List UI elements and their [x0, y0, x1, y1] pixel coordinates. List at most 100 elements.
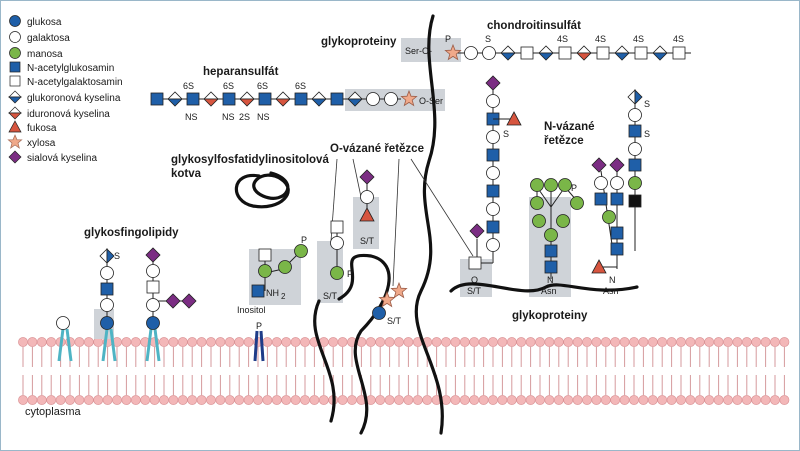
label-6s-3: 6S [257, 81, 268, 91]
label-p-gpi: P [256, 321, 262, 331]
lipid-head [112, 395, 122, 405]
label-o-ser: O-Ser [419, 96, 443, 106]
lipid-head [224, 395, 235, 405]
orange-star-icon [7, 134, 23, 149]
lipid-head [713, 395, 724, 405]
label-ns-2: NS [222, 112, 235, 122]
galnac-square [596, 46, 610, 60]
mannose-circle [330, 266, 344, 280]
lipid-head [572, 395, 583, 405]
glcnac-square [186, 92, 200, 106]
lipid-head [751, 395, 762, 405]
lipid-head [450, 395, 461, 405]
lipid-head [422, 395, 433, 405]
galactose-circle [330, 236, 344, 250]
glcnac-square [628, 124, 642, 138]
legend-fucose: fukosa [27, 123, 57, 134]
lipid-head [497, 395, 508, 405]
galactose-circle [594, 176, 608, 190]
mannose-circle [294, 244, 308, 258]
lipid-head [187, 337, 198, 347]
lipid-head [723, 337, 733, 347]
lipid-head [488, 337, 498, 347]
white-square-icon [9, 75, 21, 87]
glcnac-square [150, 92, 164, 106]
sialic-diamond [165, 293, 181, 309]
lipid-head [506, 337, 517, 347]
diagram-labels: heparansulfát chondroitinsulfát glykopro… [25, 20, 684, 418]
purple-diamond-icon [8, 150, 22, 164]
label-s-glycolipid: S [114, 251, 120, 261]
lipid-head [394, 395, 404, 405]
lipid-head [102, 395, 113, 405]
lipid-head [159, 395, 169, 405]
glucuronic-diamond [500, 45, 516, 61]
lipid-head [572, 337, 583, 347]
iduronic-diamond [576, 45, 592, 61]
sialic-diamond [181, 293, 197, 309]
label-heparansulfate: heparansulfát [203, 66, 279, 78]
lipid-head [74, 337, 85, 347]
label-gpi-line1: glykosylfosfatidylinositolová [171, 154, 329, 166]
legend-sialic: sialová kyselina [27, 153, 97, 164]
label-glycoproteins-bottom: glykoproteiny [512, 310, 588, 322]
label-p-gpi-mannose: P [301, 235, 307, 245]
legend-mannose: manosa [27, 49, 63, 60]
glcnac-square [222, 92, 236, 106]
label-nh2: NH [266, 288, 279, 298]
lipid-head [563, 395, 574, 405]
label-n-linked-1: N-vázané [544, 121, 595, 133]
label-glycoproteins-top: glykoproteiny [321, 36, 397, 48]
lipid-head [610, 395, 621, 405]
lipid-head [600, 337, 611, 347]
lipid-head [337, 337, 348, 347]
label-o-linked: O-vázané řetězce [330, 143, 424, 155]
galactose-circle [100, 266, 114, 280]
lipid-head [525, 395, 536, 405]
gpi-anchor-stalk [253, 330, 265, 362]
lipid-head [760, 395, 771, 405]
mannose-circle [258, 264, 272, 278]
lipid-head [732, 395, 743, 405]
glucose-circle [100, 316, 114, 330]
glucuronic-diamond [652, 45, 668, 61]
lipid-head [647, 395, 658, 405]
galactose-circle [610, 176, 624, 190]
galactose-circle [482, 46, 496, 60]
label-n-1: N [547, 275, 554, 285]
lipid-head [629, 337, 639, 347]
lipid-head [535, 395, 545, 405]
glycolipid-tails [57, 328, 161, 362]
lipid-head [168, 395, 179, 405]
lipid-head [46, 395, 57, 405]
glycoprotein-chain-2 [337, 253, 391, 435]
sialic-diamond [359, 169, 375, 185]
galactose-circle [486, 238, 500, 252]
lipid-head [83, 337, 94, 347]
label-p-o-linked: P [347, 269, 353, 279]
blue-square-icon [9, 61, 21, 73]
legend-xylose: xylosa [27, 138, 56, 149]
fucose-triangle [591, 259, 607, 274]
legend-galactose: galaktosa [27, 33, 70, 44]
mannose-circle [532, 214, 546, 228]
label-4s-2: 4S [595, 34, 606, 44]
label-cytoplasm: cytoplasma [25, 406, 82, 418]
glycoprotein-chain-3 [313, 299, 336, 423]
label-st-3: S/T [387, 316, 402, 326]
glcnac-square [486, 220, 500, 234]
label-2s: 2S [239, 112, 250, 122]
mannose-circle [544, 228, 558, 242]
lipid-head [384, 395, 395, 405]
glucuronic-diamond [347, 91, 363, 107]
legend-galnac: N-acetylgalaktosamin [27, 77, 123, 88]
lipid-head [121, 337, 132, 347]
galactose-circle [100, 298, 114, 312]
sialic-diamond [609, 157, 625, 173]
half-red-diamond-icon [8, 106, 22, 120]
glcnac-square [251, 284, 265, 298]
galnac-square [146, 280, 160, 294]
lipid-head [459, 337, 470, 347]
